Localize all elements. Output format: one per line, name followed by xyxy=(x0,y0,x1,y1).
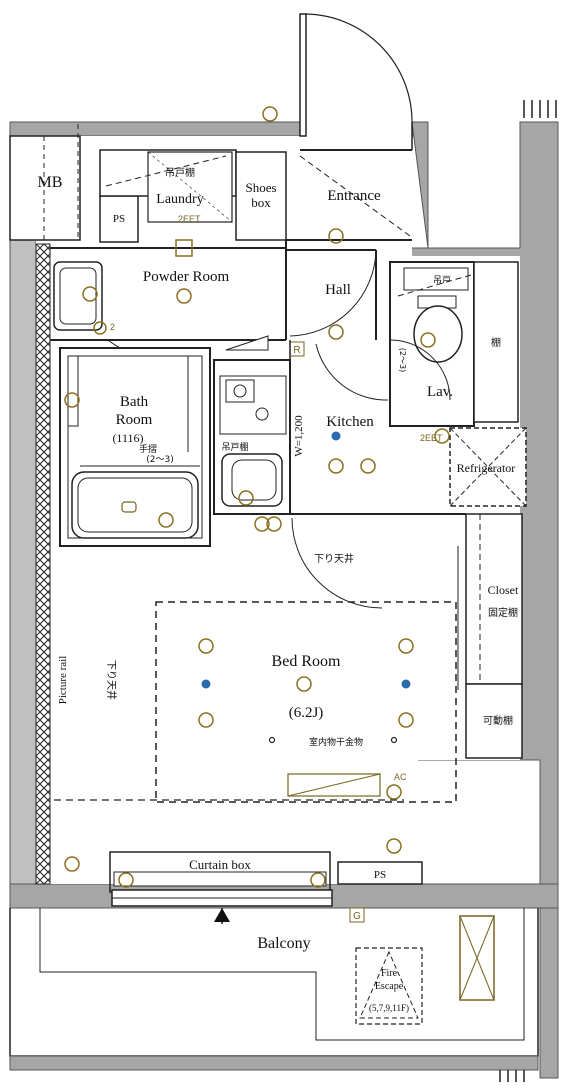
hall-area: Hall R xyxy=(286,249,377,357)
svg-text:R: R xyxy=(293,345,300,356)
entrance-label: Entrance xyxy=(327,188,381,204)
fire-escape-label-1: Fire xyxy=(381,968,398,979)
bed-room-label: Bed Room xyxy=(272,653,341,670)
bed-room-area: Bed Room (6.2J) 室内物干金物 AC xyxy=(54,601,457,803)
ps-top-box xyxy=(99,195,139,243)
hanging-ceiling-2: 下り天井 xyxy=(105,660,118,700)
tiny-2eet-2: 2EET xyxy=(178,214,201,224)
balcony-label: Balcony xyxy=(257,935,310,952)
ps-top-label: PS xyxy=(113,213,125,225)
ac-label: AC xyxy=(394,772,407,782)
closet-shelf-label: 固定棚 xyxy=(488,606,518,619)
closet-area: Closet 固定棚 可動棚 xyxy=(290,513,523,759)
closet-label: Closet xyxy=(488,583,519,597)
laundry-label: Laundry xyxy=(156,192,203,207)
lav-note-label: (2〜3) xyxy=(398,348,407,372)
bath-room-area: Bath Room (1116) 手摺 (2〜3) xyxy=(59,347,211,547)
bath-label-2: Room xyxy=(116,412,153,428)
fire-escape-label-2: Escape xyxy=(375,981,404,992)
hanging-ceiling-1: 下り天井 xyxy=(314,552,354,565)
powder-room-area: Powder Room xyxy=(50,240,287,360)
laundry-shelf-label: 吊戸棚 xyxy=(165,166,195,179)
bath-size-label: (1116) xyxy=(112,431,143,445)
refrigerator-label: Refrigerator xyxy=(457,461,516,475)
fire-escape-label-3: (5,7,9,11F) xyxy=(369,1003,409,1013)
kitchen-area: 吊戸棚 W=1,200 Kitchen xyxy=(213,340,389,515)
dimension-ticks xyxy=(499,100,557,1082)
entrance-area: Entrance xyxy=(286,13,413,241)
svg-text:G: G xyxy=(353,911,361,922)
curtain-box-label: Curtain box xyxy=(189,857,251,872)
powder-room-label: Powder Room xyxy=(143,269,230,285)
powder-room-outlet xyxy=(175,239,193,257)
tiny-two-label: 2 xyxy=(110,322,115,332)
shoes-box-label-2: box xyxy=(251,195,271,210)
mb-label: MB xyxy=(38,174,63,191)
laundry-area: 吊戸棚 Laundry xyxy=(99,149,237,223)
shoes-box-label-1: Shoes xyxy=(245,180,276,195)
tiny-2eet-1: 2EET xyxy=(420,433,443,443)
lav-storage-label: 棚 xyxy=(491,336,501,349)
bath-handrail-label: 手摺 xyxy=(139,443,157,455)
kitchen-label: Kitchen xyxy=(326,414,374,430)
bed-room-size-label: (6.2J) xyxy=(289,705,324,721)
mb-area: MB xyxy=(9,124,81,241)
indoor-drying-label: 室内物干金物 xyxy=(309,736,363,748)
lav-label: Lav. xyxy=(427,384,453,400)
lav-shelf-label: 吊戸 xyxy=(433,275,451,286)
refrigerator-area: Refrigerator 2EET xyxy=(420,427,527,507)
hall-label: Hall xyxy=(325,282,351,298)
kitchen-shelf-label: 吊戸棚 xyxy=(221,441,248,453)
bath-label-1: Bath xyxy=(120,394,149,410)
picture-rail-label: Picture rail xyxy=(57,656,69,705)
shoes-box xyxy=(235,151,287,241)
picture-rail-wall xyxy=(35,243,51,885)
movable-shelf-label: 可動棚 xyxy=(483,714,513,727)
ps-bottom-box xyxy=(337,861,423,885)
light-fixtures xyxy=(64,106,450,888)
ps-bottom-label: PS xyxy=(374,869,386,881)
kitchen-width-label: W=1,200 xyxy=(293,415,305,457)
lav-area: 吊戸 (2〜3) Lav. 棚 xyxy=(389,261,519,427)
g-mark xyxy=(349,907,365,923)
balcony-area: Balcony Fire Escape (5,7,9,11F) G xyxy=(9,907,559,1079)
bath-handrail-note: (2〜3) xyxy=(146,455,173,465)
sensor-marks xyxy=(201,431,411,689)
